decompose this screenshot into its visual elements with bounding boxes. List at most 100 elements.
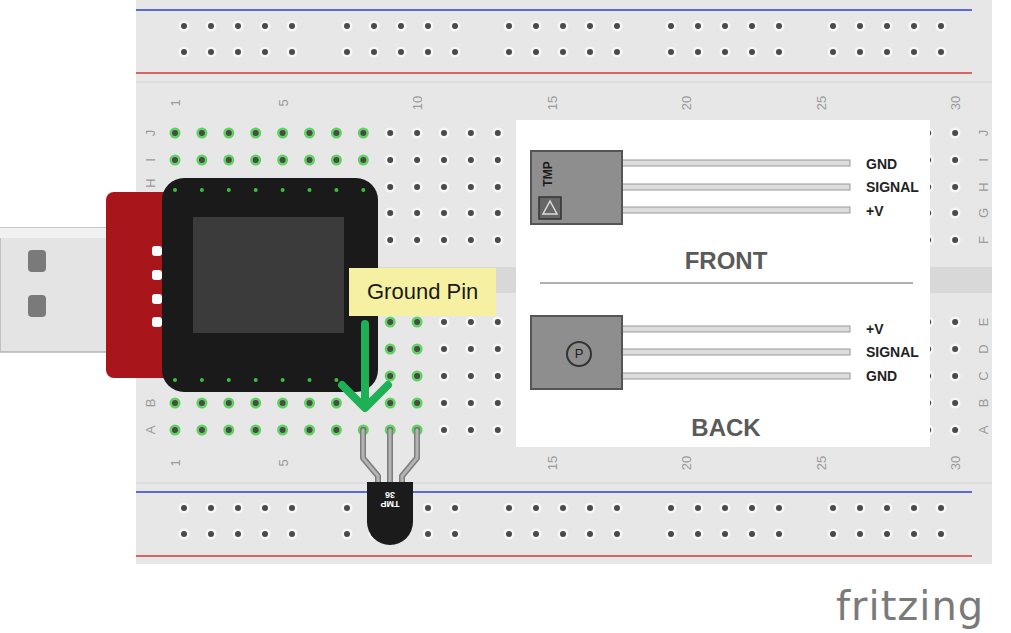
hole [465, 208, 476, 219]
watermark: fritzing [836, 583, 984, 629]
hole [412, 128, 423, 139]
pin-name: +V [866, 321, 884, 337]
hole [287, 47, 298, 58]
board-dot [173, 188, 177, 192]
hole-center [387, 400, 393, 406]
hole [331, 155, 342, 166]
hole-center [226, 130, 232, 136]
hole [465, 425, 476, 436]
hole-center [668, 23, 674, 29]
row-letter: G [976, 208, 991, 218]
hole-center [262, 531, 268, 537]
hole-center [468, 319, 474, 325]
board-dot [334, 378, 338, 382]
hole [179, 529, 190, 540]
hole [385, 155, 396, 166]
callout-box: Ground Pin [349, 268, 496, 316]
hole-center [533, 505, 539, 511]
hole-center [495, 373, 501, 379]
column-number: 25 [813, 456, 828, 470]
hole [531, 503, 542, 514]
hole [909, 47, 920, 58]
hole-center [587, 49, 593, 55]
hole [855, 47, 866, 58]
hole [693, 529, 704, 540]
hole-center [884, 49, 890, 55]
hole [774, 21, 785, 32]
hole [465, 128, 476, 139]
hole-center [441, 427, 447, 433]
board-dot [227, 188, 231, 192]
hole [196, 155, 207, 166]
column-number: 20 [679, 96, 694, 110]
hole-center [857, 531, 863, 537]
hole-center [495, 400, 501, 406]
hole-center [262, 49, 268, 55]
hole [233, 47, 244, 58]
housing-notch [152, 294, 162, 304]
hole-center [468, 427, 474, 433]
hole-center [289, 23, 295, 29]
hole-center [749, 49, 755, 55]
hole [277, 155, 288, 166]
hole-center [441, 130, 447, 136]
board-dot [281, 378, 285, 382]
hole [439, 425, 450, 436]
hole-center [181, 531, 187, 537]
microcontroller-board [162, 178, 378, 392]
hole-center [425, 505, 431, 511]
hole [693, 47, 704, 58]
hole-center [172, 157, 178, 163]
hole-center [262, 505, 268, 511]
hole-center [425, 23, 431, 29]
hole-center [884, 505, 890, 511]
hole-center [884, 531, 890, 537]
hole [720, 529, 731, 540]
hole [342, 21, 353, 32]
housing-notch [152, 246, 162, 256]
hole-center [506, 49, 512, 55]
column-number: 30 [948, 96, 963, 110]
hole-center [468, 130, 474, 136]
hole [492, 208, 503, 219]
hole [260, 529, 271, 540]
pin-leg [622, 184, 850, 190]
hole-center [938, 23, 944, 29]
hole [412, 208, 423, 219]
hole-center [441, 319, 447, 325]
hole-center [495, 210, 501, 216]
hole [936, 47, 947, 58]
hole-center [414, 210, 420, 216]
hole-center [722, 49, 728, 55]
hole [304, 398, 315, 409]
hole [828, 21, 839, 32]
hole-center [776, 531, 782, 537]
hole [585, 529, 596, 540]
hole-center [614, 49, 620, 55]
hole [828, 529, 839, 540]
hole-center [938, 531, 944, 537]
hole-center [253, 157, 259, 163]
hole [342, 47, 353, 58]
hole-center [695, 49, 701, 55]
hole [950, 155, 961, 166]
hole [492, 344, 503, 355]
hole [223, 155, 234, 166]
hole-center [208, 23, 214, 29]
hole-center [235, 49, 241, 55]
part-name: TMP [541, 161, 555, 186]
row-letter: H [143, 178, 158, 187]
hole-center [952, 130, 958, 136]
hole [423, 503, 434, 514]
row-letter: B [976, 399, 991, 408]
hole-center [414, 346, 420, 352]
hole [612, 21, 623, 32]
hole-center [253, 427, 259, 433]
hole-center [468, 400, 474, 406]
hole-center [495, 346, 501, 352]
hole-center [387, 346, 393, 352]
hole-center [280, 427, 286, 433]
row-letter: B [143, 399, 158, 408]
board-dot [281, 188, 285, 192]
hole [950, 208, 961, 219]
